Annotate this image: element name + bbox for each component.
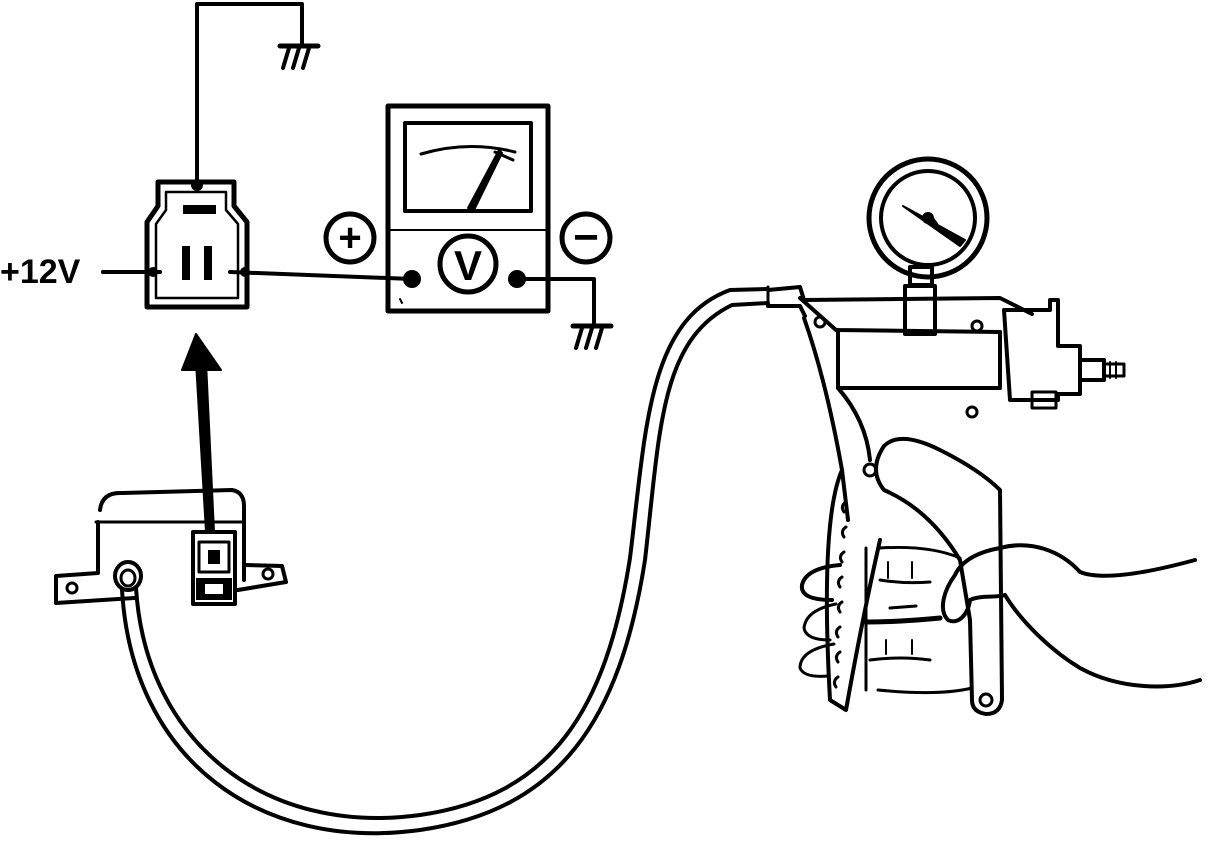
pointer-arrow bbox=[181, 333, 222, 533]
positive-terminal-icon bbox=[323, 211, 377, 265]
positive-terminal-label: + bbox=[338, 216, 361, 260]
ground-icon bbox=[277, 43, 321, 70]
meter-ground-wire bbox=[518, 277, 614, 350]
signal-wire bbox=[228, 270, 414, 281]
negative-terminal-label: − bbox=[573, 213, 599, 262]
ground-icon bbox=[570, 323, 614, 350]
supply-voltage-label: +12V bbox=[0, 253, 81, 291]
voltmeter bbox=[385, 103, 551, 314]
hand bbox=[798, 543, 1202, 695]
negative-terminal-icon bbox=[559, 211, 613, 265]
voltmeter-icon bbox=[437, 233, 499, 295]
grip-ridges bbox=[832, 500, 848, 689]
vacuum-pump bbox=[766, 156, 1126, 716]
vacuum-gauge-icon bbox=[866, 156, 990, 336]
voltmeter-symbol: V bbox=[454, 242, 482, 289]
connector-enlarged bbox=[144, 179, 250, 310]
vacuum-sensor bbox=[54, 488, 288, 606]
top-ground-wire bbox=[195, 2, 321, 187]
